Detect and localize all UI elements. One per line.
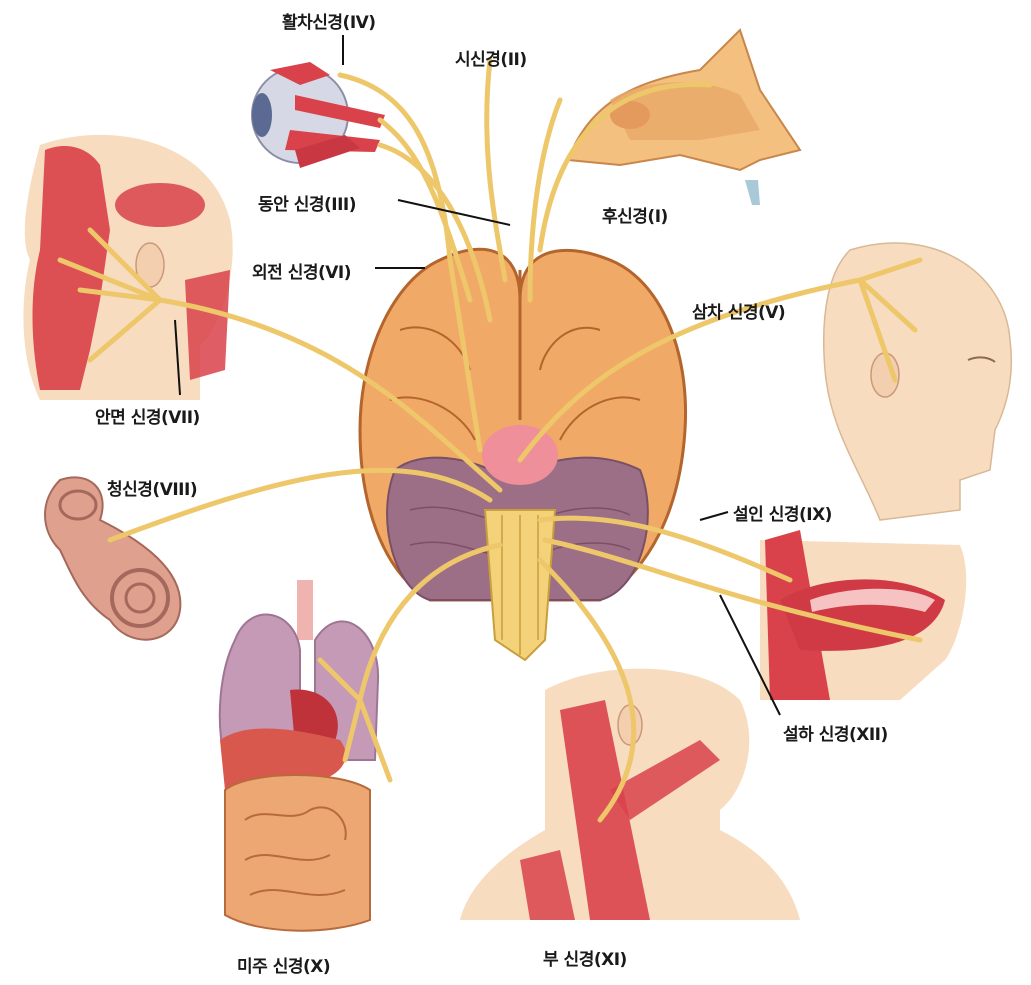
label-accessory-nerve: 부 신경(XI) — [543, 945, 627, 970]
organs-illustration — [220, 580, 378, 931]
label-optic-nerve: 시신경(II) — [455, 45, 527, 70]
label-trigeminal-nerve: 삼차 신경(V) — [692, 298, 785, 323]
label-vagus-nerve: 미주 신경(X) — [237, 952, 330, 977]
label-vestibulocochlear-nerve: 청신경(VIII) — [107, 475, 197, 500]
label-facial-nerve: 안면 신경(VII) — [95, 403, 200, 428]
mouth-tongue-illustration — [760, 530, 966, 700]
eye-illustration — [252, 62, 385, 168]
label-oculomotor-nerve: 동안 신경(III) — [258, 190, 356, 215]
inner-ear-illustration — [45, 477, 180, 639]
label-olfactory-nerve: 후신경(I) — [602, 202, 668, 227]
label-trochlear-nerve: 활차신경(IV) — [282, 8, 376, 33]
label-hypoglossal-nerve: 설하 신경(XII) — [783, 720, 888, 745]
label-glossopharyngeal-nerve: 설인 신경(IX) — [733, 500, 832, 525]
face-right-illustration — [824, 243, 1012, 520]
label-abducens-nerve: 외전 신경(VI) — [252, 258, 351, 283]
